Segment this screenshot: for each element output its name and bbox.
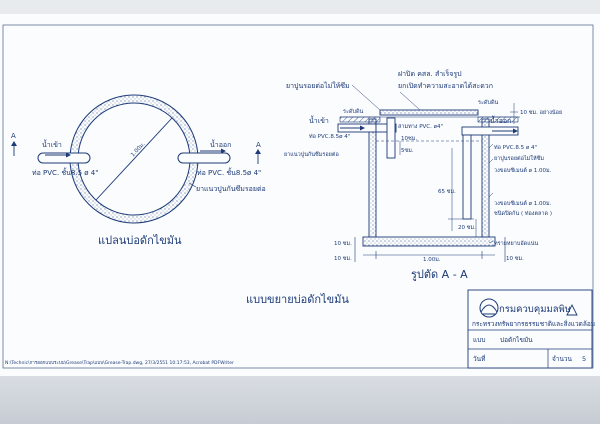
dim-20cm-label: 20 ซม.: [458, 224, 476, 231]
title-block-date-label: วันที่: [473, 354, 485, 363]
leader-ring: [488, 158, 494, 164]
dim-10-label-a: 10 ซม.: [334, 240, 352, 247]
leader-top-right: [399, 91, 421, 111]
cover-dim-label: 10 ซม. อย่างน้อย: [520, 109, 562, 116]
section-view: ยาปูนรอยต่อไม่ให้ซึม ฝาปิด คสล. สำเร็จรู…: [284, 69, 562, 281]
ministry-emblem-icon: [566, 303, 578, 316]
tank-wall-right: [481, 118, 490, 238]
ground-label-left: ระดับดิน: [343, 108, 364, 115]
pcd-logo-icon: [479, 298, 499, 318]
ring-bottom-label-2: ชนิดปิดก้น ( ท่องตลาด ): [494, 210, 552, 217]
width-label: 1.00ม.: [423, 257, 441, 263]
tee-horizontal: [375, 123, 397, 133]
section-title: รูปตัด A - A: [411, 268, 468, 281]
section-pipe-left-label: ท่อ PVC.8.5ø 4": [309, 134, 350, 140]
title-block-sheet-value: 5: [582, 355, 586, 363]
cover-slab: [379, 109, 479, 116]
title-block: กรมควบคุมมลพิษ กระทรวงทรัพยากรธรรมชาติแล…: [467, 289, 595, 369]
tee-vertical: [386, 117, 396, 159]
ground-label-right: ระดับดิน: [478, 99, 499, 106]
title-block-frame: [467, 289, 593, 369]
title-block-dept: กระทรวงทรัพยากรธรรมชาติและสิ่งแวดล้อม: [472, 319, 595, 328]
section-outlet-arrow-head: [513, 128, 518, 134]
plan-joint-note: ยาแนวปูนกันซึมรอยต่อ: [196, 184, 266, 193]
section-outlet-label: น้ำออก: [490, 114, 511, 125]
section-inlet-arrow-head: [360, 125, 365, 131]
tee-label: สามทาง PVC. ø4": [398, 123, 443, 130]
plan-title: แปลนบ่อดักไขมัน: [98, 234, 182, 247]
joint-leader: [188, 182, 197, 188]
plan-inlet-pipe-label: ท่อ PVC. ชั้น8.5 ø 4": [32, 166, 98, 177]
sand-label: ทรายหยาบอัดแน่น: [494, 240, 538, 247]
dim-10-label-c: 10 ซม.: [506, 255, 524, 262]
section-marker-right-arrow: [255, 149, 261, 154]
depth-label: 65 ซม.: [438, 188, 456, 195]
outlet-pipe: [177, 152, 231, 164]
diameter-line: [95, 117, 173, 201]
section-note-top-right-2: ยกเปิดทำความสะอาดได้สะดวก: [398, 81, 493, 90]
section-note-top-left: ยาปูนรอยต่อไม่ให้ซึม: [286, 81, 350, 90]
leader-sand: [488, 240, 494, 244]
section-inlet-label: น้ำเข้า: [309, 114, 329, 125]
tank-wall-left: [368, 118, 377, 238]
inlet-pipe: [37, 152, 91, 164]
leader-right-joint: [488, 143, 494, 149]
title-block-drawing-label: แบบ: [473, 336, 485, 344]
plan-inlet-label: น้ำเข้า: [42, 138, 62, 149]
outlet-drop-pipe: [462, 134, 472, 220]
inlet-arrow-head: [66, 152, 71, 158]
sheet-border: [2, 24, 594, 369]
dim-5cm-label: 5ซม.: [401, 147, 414, 154]
title-block-drawing-name: บ่อดักไขมัน: [500, 336, 533, 344]
section-joint-left: ยาแนวปูนกันซึมรอยต่อ: [284, 151, 339, 158]
section-note-top-right-1: ฝาปิด คสล. สำเร็จรูป: [398, 69, 462, 78]
leader-ring-bottom: [488, 192, 494, 198]
plan-outlet-pipe-label: ท่อ PVC. ชั้น8.5ø 4": [197, 166, 261, 177]
outlet-arrow-head: [221, 148, 226, 154]
title-block-sheet-label: จำนวน: [552, 355, 573, 363]
dim-10-label-b: 10 ซม.: [334, 255, 352, 262]
ring-label: วงขอบซีเมนต์ ø 1.00ม.: [494, 167, 552, 174]
main-title: แบบขยายบ่อดักไขมัน: [246, 293, 349, 306]
scan-shadow: [0, 376, 600, 424]
plan-outlet-label: น้ำออก: [210, 138, 231, 149]
title-block-org: กรมควบคุมมลพิษ: [499, 304, 571, 315]
section-marker-left: A: [11, 132, 16, 140]
dim-10cm-label: 10ซม.: [401, 135, 417, 142]
leader-top-left: [351, 84, 381, 111]
plan-view: 1.00ม. A A น้ำเข้า ท่อ PVC. ชั้น8.5 ø 4"…: [11, 94, 266, 247]
section-pipe-right-label: ท่อ PVC.8.5 ø 4": [494, 145, 537, 151]
section-marker-right: A: [256, 141, 261, 149]
section-marker-left-arrow: [11, 141, 17, 146]
base-slab: [362, 236, 496, 247]
ring-bottom-label-1: วงขอบซีเมนต์ ø 1.00ม.: [494, 200, 552, 207]
pcd-logo-arc: [480, 304, 498, 313]
file-path-footer: N:\Technic\การออกแบบระบบ\Grease\Trap\แบบ…: [5, 360, 234, 366]
section-joint-right: ยาปูนรอยต่อไม่ให้ซึม: [494, 155, 544, 162]
